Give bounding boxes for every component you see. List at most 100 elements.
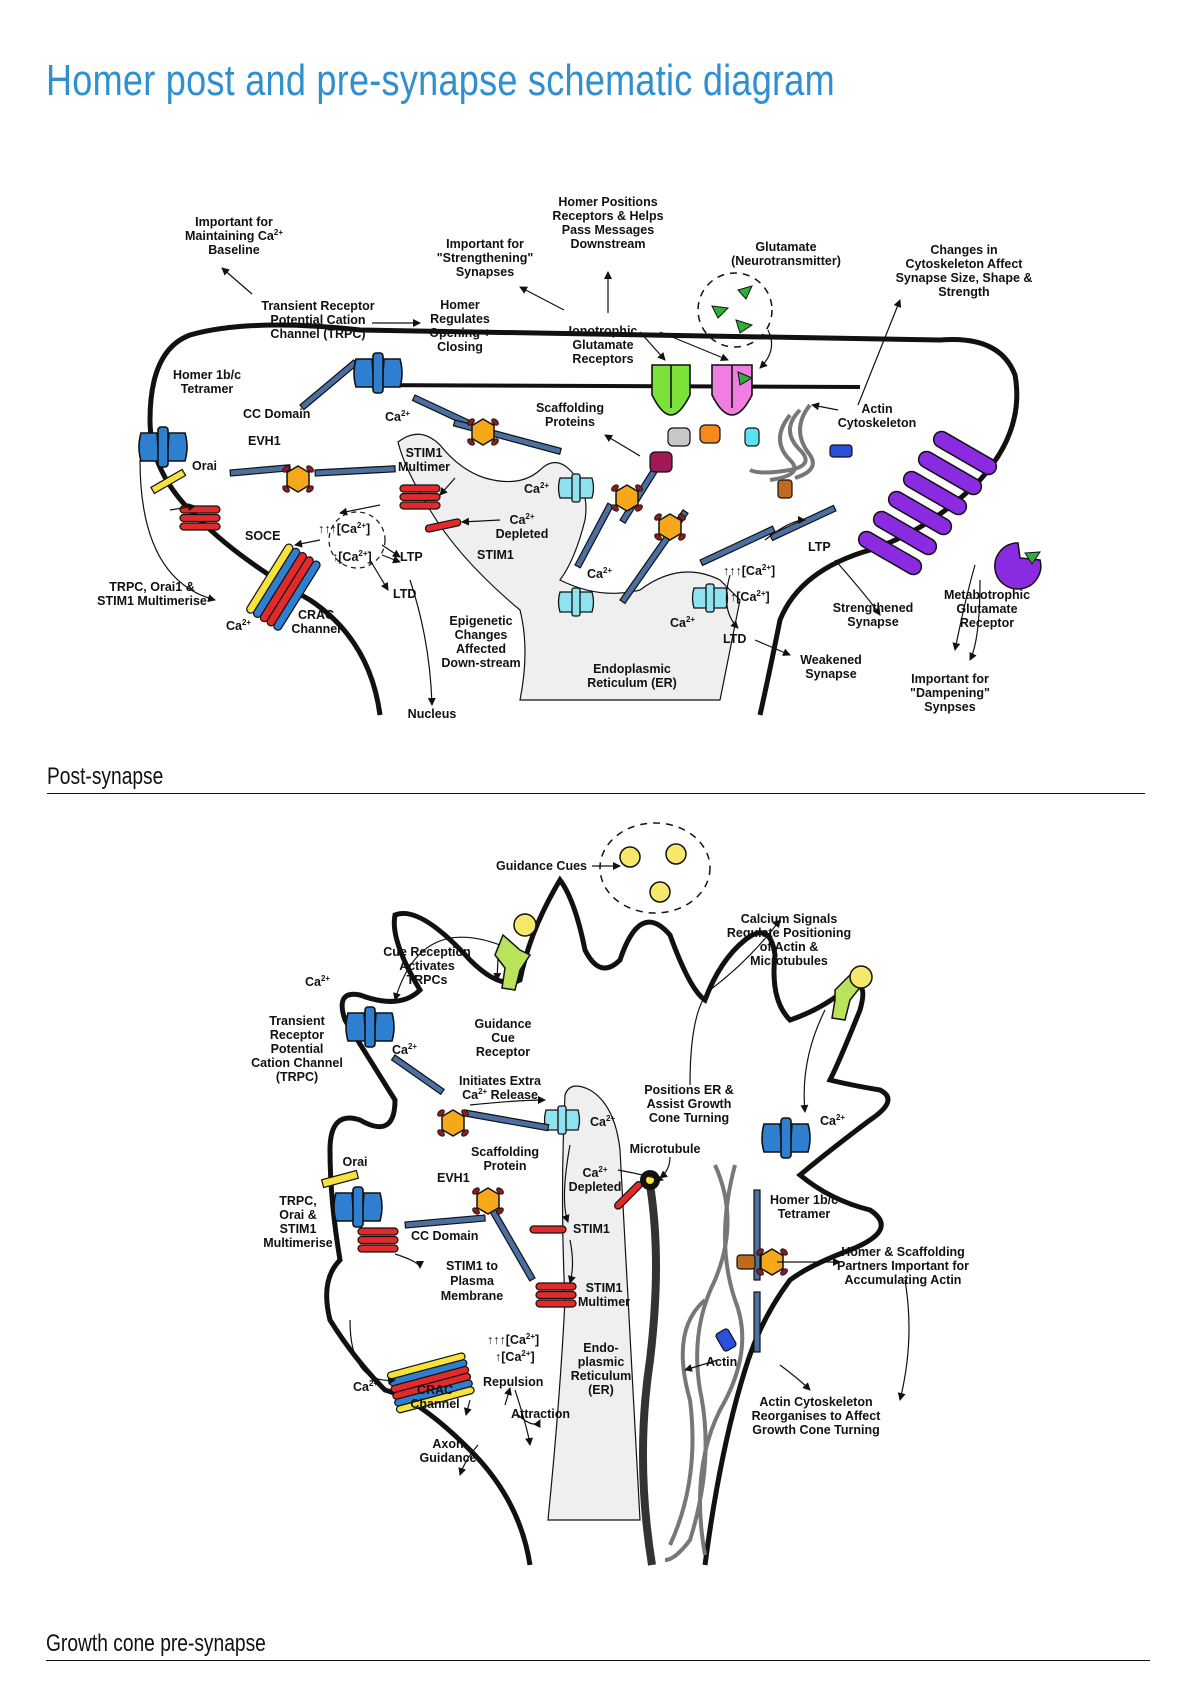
label-stim1: STIM1 [477,548,514,562]
postsynaptic-density [359,383,861,389]
label-orai: Orai [342,1155,367,1169]
label-attraction: Attraction [511,1407,570,1421]
metabotropic-glutamate-receptor [857,430,1042,590]
microtubule-tip-marker [646,1176,654,1184]
endoplasmic-reticulum [397,433,741,701]
label-ca-high: ↑↑↑[Ca2+] [723,563,775,578]
orai-channel-icon [333,1186,383,1228]
label-soce: SOCE [245,529,280,543]
label-orai: Orai [192,459,217,473]
label-actin: Actin [706,1355,737,1369]
microtubule [638,1184,660,1566]
glutamate-icon [1024,551,1041,565]
label-ca-depleted: Ca2+Depleted [496,512,549,541]
stim1-monomer [529,1225,567,1234]
homer-evh1-hub [435,1107,471,1139]
label-ltd: LTD [393,587,416,601]
label-ca-low: ↑[Ca2+] [332,549,372,564]
guidance-cues-cluster [599,822,711,914]
label-ca: Ca2+ [524,481,549,496]
guidance-cue-receptor [494,913,537,991]
stim1-multimer-icon [179,505,221,531]
actin-filaments [664,1164,745,1562]
label-ca-high: ↑↑↑[Ca2+] [487,1332,539,1347]
glutamate-icon [711,305,730,319]
glutamate-icon [735,319,754,334]
trpc-channel-icon [761,1117,811,1159]
label-ca-low: ↑[Ca2+] [730,589,770,604]
section-label-post-synapse: Post-synapse [47,763,164,790]
scaffolding-protein-orange [699,424,721,444]
label-dampening: Important for"Dampening"Synpses [910,672,990,714]
label-guidance-cues: Guidance Cues [496,859,587,873]
label-ca-low: ↑[Ca2+] [495,1349,535,1364]
label-stim1: STIM1 [573,1222,610,1236]
er-calcium-channel-icon [543,1105,581,1135]
label-cc-domain: CC Domain [243,407,310,421]
label-ca: Ca2+ [820,1113,845,1128]
crac-channel-icon [246,543,321,631]
actin-cytoskeleton [749,403,815,482]
scaffolding-protein-cyan [744,427,760,447]
label-ltp: LTP [400,550,423,564]
label-ca: Ca2+ [305,974,330,989]
label-nucleus: Nucleus [408,707,457,721]
scaffolding-protein-blue [829,444,853,458]
homer-evh1-hub [652,511,688,543]
homer-evh1-hub [609,482,645,514]
ionotropic-receptor-green [651,364,691,416]
label-evh1: EVH1 [437,1171,470,1185]
stim1-multimer-icon [399,484,441,510]
label-ca-high: ↑↑↑[Ca2+] [318,521,370,536]
label-repulsion: Repulsion [483,1375,543,1389]
homer-evh1-hub [465,416,501,448]
ionotropic-receptor-pink [711,364,754,416]
orai-subunit [150,468,187,495]
guidance-cue-icon [619,846,641,868]
crac-channel-icon [386,1352,475,1414]
homer-evh1-hub [470,1185,506,1217]
trpc-channel-icon [353,352,403,394]
spine-membrane [147,322,1020,716]
label-ca: Ca2+ [670,615,695,630]
label-ca: Ca2+ [587,566,612,581]
section-label-growth-cone: Growth cone pre-synapse [46,1630,266,1657]
stim1-multimer-icon [357,1227,399,1253]
orai-channel-icon [138,426,188,468]
guidance-cue-icon [649,881,671,903]
scaffolding-protein-brown [777,479,793,499]
label-important-strengthening: Important for"Strengthening"Synapses [437,237,534,279]
glutamate-cluster [697,272,773,348]
orai-subunit [320,1169,360,1189]
label-trpc-multimerise: TRPC, Orai1 &STIM1 Multimerise [97,580,207,608]
scaffolding-protein-blue [715,1328,737,1352]
